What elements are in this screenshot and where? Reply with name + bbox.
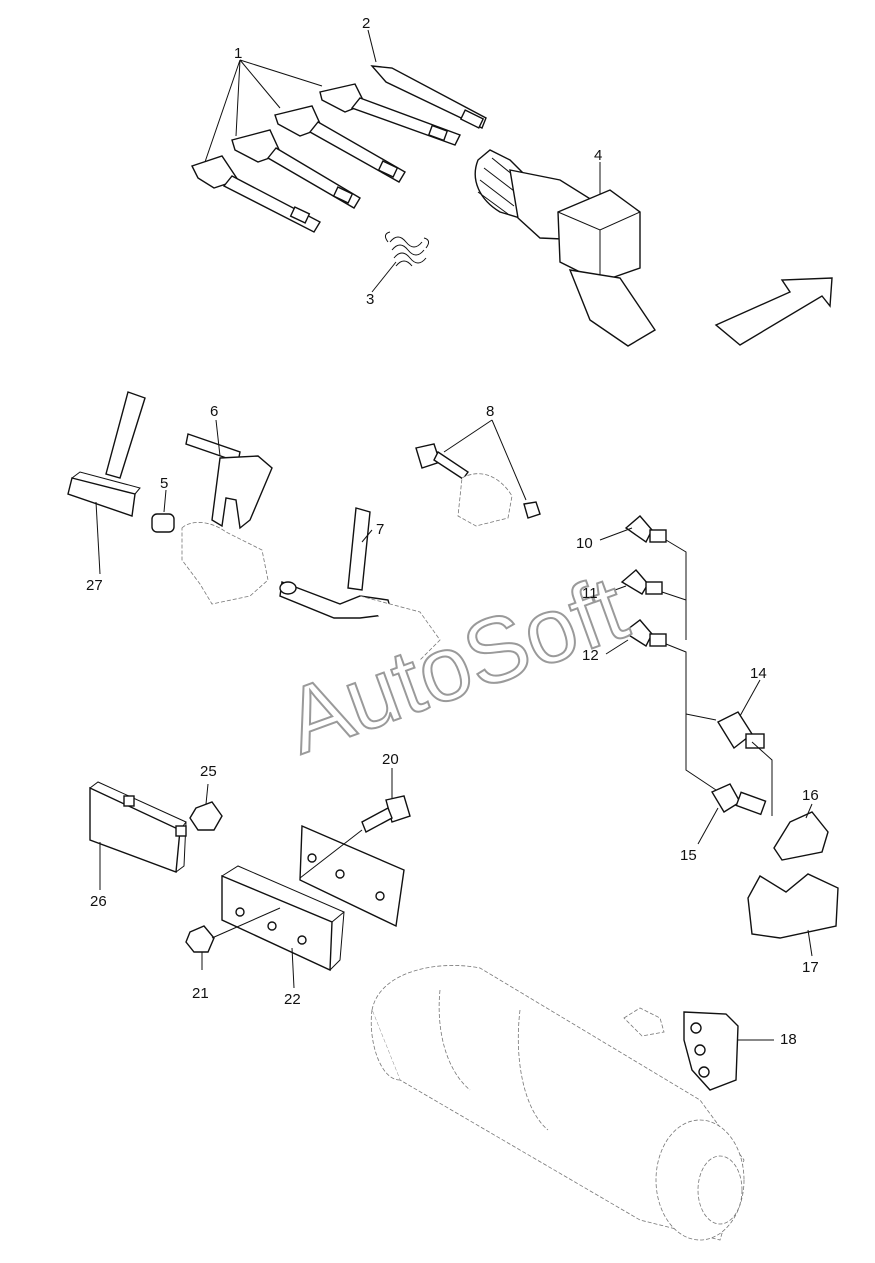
label-15: 15 xyxy=(680,847,697,864)
bolt-and-nut xyxy=(415,443,541,527)
label-25: 25 xyxy=(200,763,217,780)
label-2: 2 xyxy=(362,15,370,32)
punch xyxy=(370,65,487,129)
pick-10 xyxy=(624,515,667,544)
pick-12 xyxy=(622,619,667,648)
pneumatic-hammer xyxy=(474,149,656,347)
label-6: 6 xyxy=(210,403,218,420)
chisel-2 xyxy=(274,105,406,183)
label-3: 3 xyxy=(366,291,374,308)
label-26: 26 xyxy=(90,893,107,910)
nut-25 xyxy=(189,801,223,831)
chisel-4 xyxy=(191,155,321,233)
chisel-set xyxy=(191,83,461,233)
label-22: 22 xyxy=(284,991,301,1008)
leader-lines xyxy=(95,29,813,1041)
label-27: 27 xyxy=(86,577,103,594)
label-21: 21 xyxy=(192,985,209,1002)
holder-block-17 xyxy=(747,873,839,939)
label-16: 16 xyxy=(802,787,819,804)
pick-11 xyxy=(620,569,663,595)
holder-block-18 xyxy=(623,1007,739,1091)
label-4: 4 xyxy=(594,147,602,164)
label-17: 17 xyxy=(802,959,819,976)
label-11: 11 xyxy=(582,585,598,602)
bit-15 xyxy=(710,783,767,816)
label-20: 20 xyxy=(382,751,399,768)
label-14: 14 xyxy=(750,665,767,682)
fork-tool xyxy=(185,433,273,530)
chisel-3 xyxy=(231,129,361,209)
drum-ghost xyxy=(370,965,745,1241)
chisel-1 xyxy=(319,83,461,146)
label-5: 5 xyxy=(160,475,168,492)
plate-ghost xyxy=(299,824,405,928)
label-10: 10 xyxy=(576,535,593,552)
holder-ghost-left xyxy=(181,522,269,605)
holder-block-16 xyxy=(773,811,829,861)
t-tool xyxy=(67,391,146,517)
nut-21 xyxy=(185,925,215,953)
wrench-tool xyxy=(279,507,441,661)
bit-14 xyxy=(717,711,765,750)
plate-26 xyxy=(89,781,187,873)
label-18: 18 xyxy=(780,1031,797,1048)
label-7: 7 xyxy=(376,521,384,538)
spring xyxy=(384,231,430,267)
label-12: 12 xyxy=(582,647,599,664)
callout-labels: 1 2 3 4 5 6 7 8 10 11 12 14 15 16 17 18 … xyxy=(86,15,819,1048)
clamp-bar-22 xyxy=(221,865,345,972)
direction-arrow xyxy=(714,277,833,346)
label-8: 8 xyxy=(486,403,494,420)
bushing xyxy=(151,513,175,533)
label-1: 1 xyxy=(234,45,242,62)
bolt-20 xyxy=(361,795,411,833)
